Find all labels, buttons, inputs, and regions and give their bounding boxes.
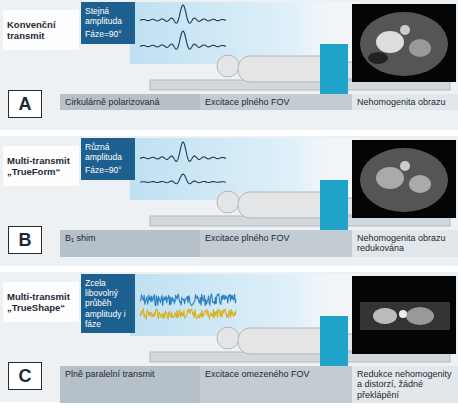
pulse-box: Různá amplitudaFáze=90° xyxy=(81,138,135,180)
info-bar: Excitace plného FOV xyxy=(200,230,352,257)
info-bar: Nehomogenita obrazu xyxy=(352,94,458,110)
panel-title: Multi-transmit „TrueForm“ xyxy=(3,146,79,186)
node-text: Různá amplituda xyxy=(85,142,131,162)
node-text: Excitace plného FOV xyxy=(205,97,347,107)
transmit-coil xyxy=(320,316,348,366)
rf-waveform xyxy=(140,142,226,184)
panel-title: Multi-transmit „TrueShape“ xyxy=(3,282,79,322)
node-text: Redukce nehomogenity a distorzí, žádné p… xyxy=(357,369,453,400)
panel-ground xyxy=(0,136,458,266)
info-bar: Nehomogenita obrazu redukována xyxy=(352,230,458,257)
panel-title: Konvenční transmit xyxy=(3,10,79,50)
node-text: Fáze=90° xyxy=(85,29,131,39)
node-text: Stejná amplituda xyxy=(85,6,131,26)
node-text: Multi-transmit „TrueShape“ xyxy=(7,291,75,314)
mri-image xyxy=(352,276,456,354)
node-text: Zcela libovolný průběh amplitudy i fáze xyxy=(85,278,131,329)
panel-letter: C xyxy=(8,362,42,390)
node-text: Multi-transmit „TrueForm“ xyxy=(7,155,75,178)
transmit-coil xyxy=(320,44,348,94)
pulse-box: Stejná amplitudaFáze=90° xyxy=(81,2,135,44)
panel-art xyxy=(0,0,458,130)
info-bar: Redukce nehomogenity a distorzí, žádné p… xyxy=(352,366,458,403)
info-bar: Excitace omezeného FOV xyxy=(200,366,352,403)
node-text: C xyxy=(19,366,32,387)
node-text: Excitace omezeného FOV xyxy=(205,369,347,379)
panel-art xyxy=(0,136,458,266)
rf-waveform xyxy=(140,294,236,319)
rf-waveform xyxy=(140,5,226,49)
panel-ground xyxy=(0,0,458,130)
mri-image xyxy=(352,4,456,82)
mri-image xyxy=(352,140,456,218)
node-text: Fáze=90° xyxy=(85,165,131,175)
node-text: B₁ shim xyxy=(65,233,195,243)
node-text: B xyxy=(19,230,32,251)
info-bar: Excitace plného FOV xyxy=(200,94,352,110)
node-text: Excitace plného FOV xyxy=(205,233,347,243)
pulse-box: Zcela libovolný průběh amplitudy i fáze xyxy=(81,274,135,333)
info-bar: Cirkulárně polarizovaná xyxy=(60,94,200,110)
node-text: Nehomogenita obrazu redukována xyxy=(357,233,453,254)
info-bar: B₁ shim xyxy=(60,230,200,257)
node-text: Konvenční transmit xyxy=(7,19,75,42)
node-text: Cirkulárně polarizovaná xyxy=(65,97,195,107)
panel-letter: A xyxy=(8,90,42,118)
node-text: Plně paralelní transmit xyxy=(65,369,195,379)
panel-letter: B xyxy=(8,226,42,254)
node-text: Nehomogenita obrazu xyxy=(357,97,453,107)
node-text: A xyxy=(19,94,32,115)
info-bar: Plně paralelní transmit xyxy=(60,366,200,403)
transmit-coil xyxy=(320,180,348,230)
